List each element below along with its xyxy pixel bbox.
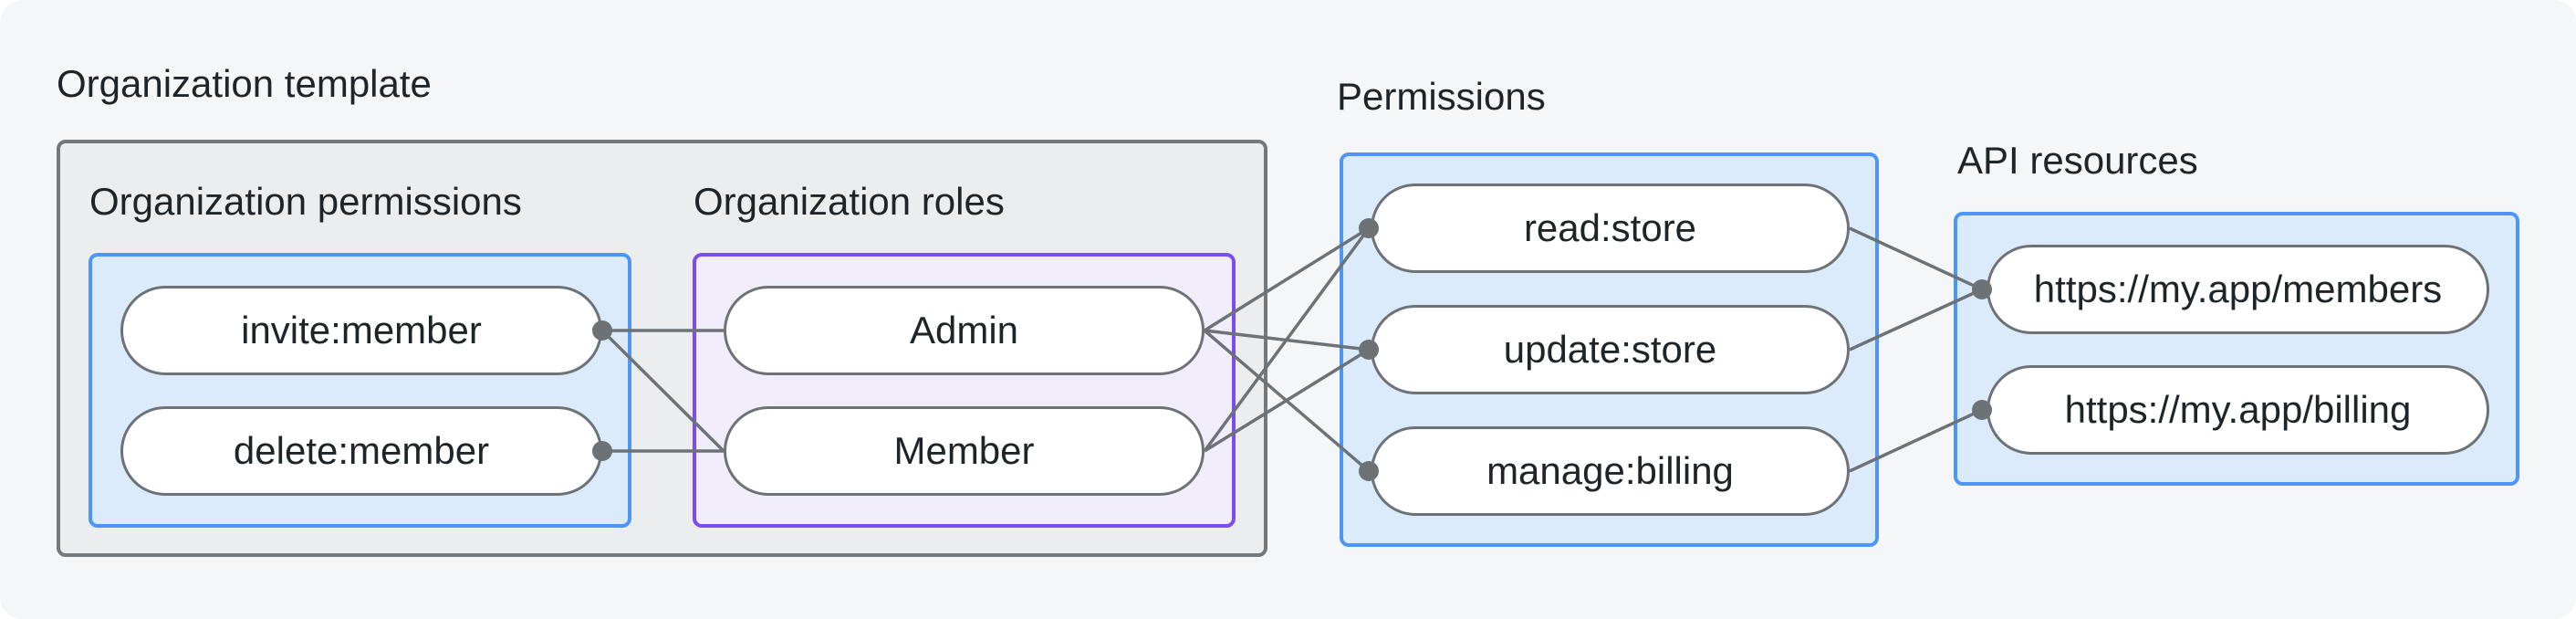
node-api-billing-label: https://my.app/billing	[2064, 388, 2412, 431]
node-invite-member-label: invite:member	[241, 309, 482, 351]
node-member: Member	[724, 406, 1205, 496]
node-manage-billing: manage:billing	[1371, 426, 1850, 516]
node-delete-member-label: delete:member	[233, 429, 490, 472]
node-api-members: https://my.app/members	[1987, 245, 2489, 334]
node-invite-member: invite:member	[120, 286, 602, 375]
node-update-store-label: update:store	[1503, 328, 1717, 371]
organization-template-label: Organization template	[57, 62, 432, 105]
api-resources-label: API resources	[1957, 139, 2198, 182]
node-api-billing: https://my.app/billing	[1987, 365, 2489, 455]
node-update-store: update:store	[1371, 305, 1850, 394]
node-member-label: Member	[893, 429, 1035, 472]
node-read-store: read:store	[1371, 184, 1850, 273]
node-admin-label: Admin	[909, 309, 1019, 351]
node-manage-billing-label: manage:billing	[1486, 449, 1734, 492]
node-delete-member: delete:member	[120, 406, 602, 496]
node-admin: Admin	[724, 286, 1205, 375]
node-read-store-label: read:store	[1523, 206, 1697, 249]
permissions-label: Permissions	[1337, 75, 1546, 118]
organization-roles-label: Organization roles	[694, 180, 1005, 223]
organization-permissions-label: Organization permissions	[89, 180, 522, 223]
node-api-members-label: https://my.app/members	[2033, 268, 2443, 310]
